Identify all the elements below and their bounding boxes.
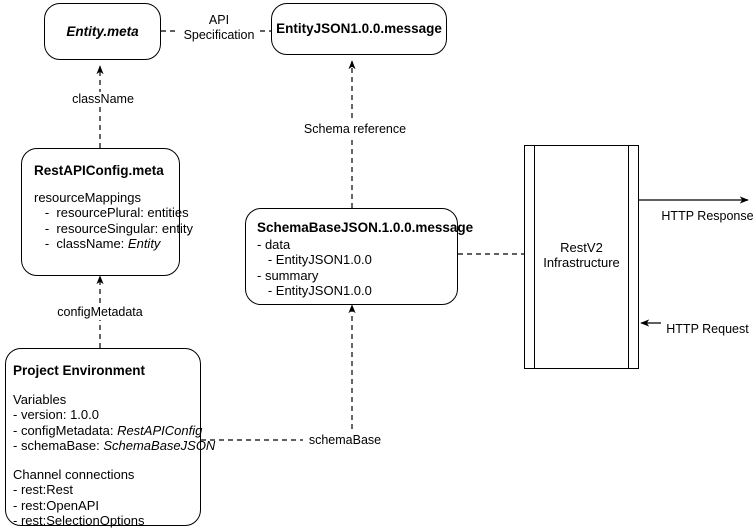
node-entity-meta[interactable]: Entity.meta	[44, 3, 161, 60]
edge-label-http-request: HTTP Request	[661, 322, 754, 337]
edge-label-schema-base: schemaBase	[303, 433, 387, 448]
node-entity-json-message-label: EntityJSON1.0.0.message	[276, 21, 442, 37]
node-rest-v2-infrastructure-line1: RestV2	[560, 240, 603, 255]
node-project-environment-title: Project Environment	[13, 363, 146, 378]
infrastructure-right-bar	[628, 146, 630, 368]
edge-schema-base	[201, 304, 356, 441]
node-entity-meta-label: Entity.meta	[66, 23, 139, 39]
node-project-environment-variable-1-value: RestAPIConfig	[117, 422, 203, 438]
node-rest-api-config-line-0: resourceMappings	[34, 189, 141, 205]
node-project-environment-channel-2: - rest:SelectionOptions	[13, 513, 145, 528]
node-rest-api-config-class-name-value: Entity	[127, 236, 161, 251]
edge-label-schema-reference: Schema reference	[298, 122, 412, 137]
node-project-environment[interactable]: Project Environment Variables - version:…	[5, 348, 215, 528]
node-rest-api-config-line-2: - resourceSingular: entity	[34, 220, 193, 236]
node-schema-base-json-line-0: - data	[257, 236, 291, 252]
node-rest-api-config[interactable]: RestAPIConfig.meta resourceMappings - re…	[21, 148, 193, 276]
node-rest-v2-infrastructure[interactable]: RestV2 Infrastructure	[524, 145, 639, 369]
edge-label-http-response: HTTP Response	[659, 209, 754, 224]
node-project-environment-variable-2: - schemaBase: SchemaBaseJSON	[13, 438, 215, 454]
infrastructure-left-bar	[533, 146, 535, 368]
node-project-environment-variable-1-text: - configMetadata:	[13, 422, 118, 438]
node-rest-api-config-line-3-key: - className:	[34, 236, 128, 251]
node-schema-base-json-line-3: - EntityJSON1.0.0	[257, 283, 372, 298]
node-project-environment-variable-1: - configMetadata: RestAPIConfig	[13, 422, 203, 439]
node-schema-base-json-line-2: - summary	[257, 267, 319, 283]
node-entity-json-message[interactable]: EntityJSON1.0.0.message	[271, 3, 447, 55]
node-schema-base-json-line-1: - EntityJSON1.0.0	[257, 252, 372, 267]
node-rest-api-config-title: RestAPIConfig.meta	[34, 163, 164, 178]
node-project-environment-channel-0: - rest:Rest	[13, 482, 73, 497]
node-project-environment-channel-1: - rest:OpenAPI	[13, 497, 99, 513]
node-schema-base-json[interactable]: SchemaBaseJSON.1.0.0.message - data - En…	[245, 208, 474, 305]
node-project-environment-variables-heading: Variables	[13, 391, 67, 407]
node-rest-api-config-line-3: - className: Entity	[34, 236, 179, 252]
node-project-environment-channels-heading: Channel connections	[13, 466, 135, 482]
edge-label-class-name: className	[62, 92, 144, 107]
node-schema-base-json-title: SchemaBaseJSON.1.0.0.message	[257, 220, 474, 235]
node-rest-api-config-line-1: - resourcePlural: entities	[34, 205, 189, 220]
node-rest-v2-infrastructure-line2: Infrastructure	[543, 255, 620, 270]
node-project-environment-variable-2-value: SchemaBaseJSON	[103, 438, 216, 453]
node-project-environment-variable-0-text: - version: 1.0.0	[13, 407, 99, 422]
edge-label-api-specification: API Specification	[178, 13, 260, 42]
edge-label-config-metadata: configMetadata	[47, 305, 153, 320]
node-project-environment-variable-2-text: - schemaBase:	[13, 438, 104, 453]
node-project-environment-variable-0: - version: 1.0.0	[13, 407, 200, 423]
